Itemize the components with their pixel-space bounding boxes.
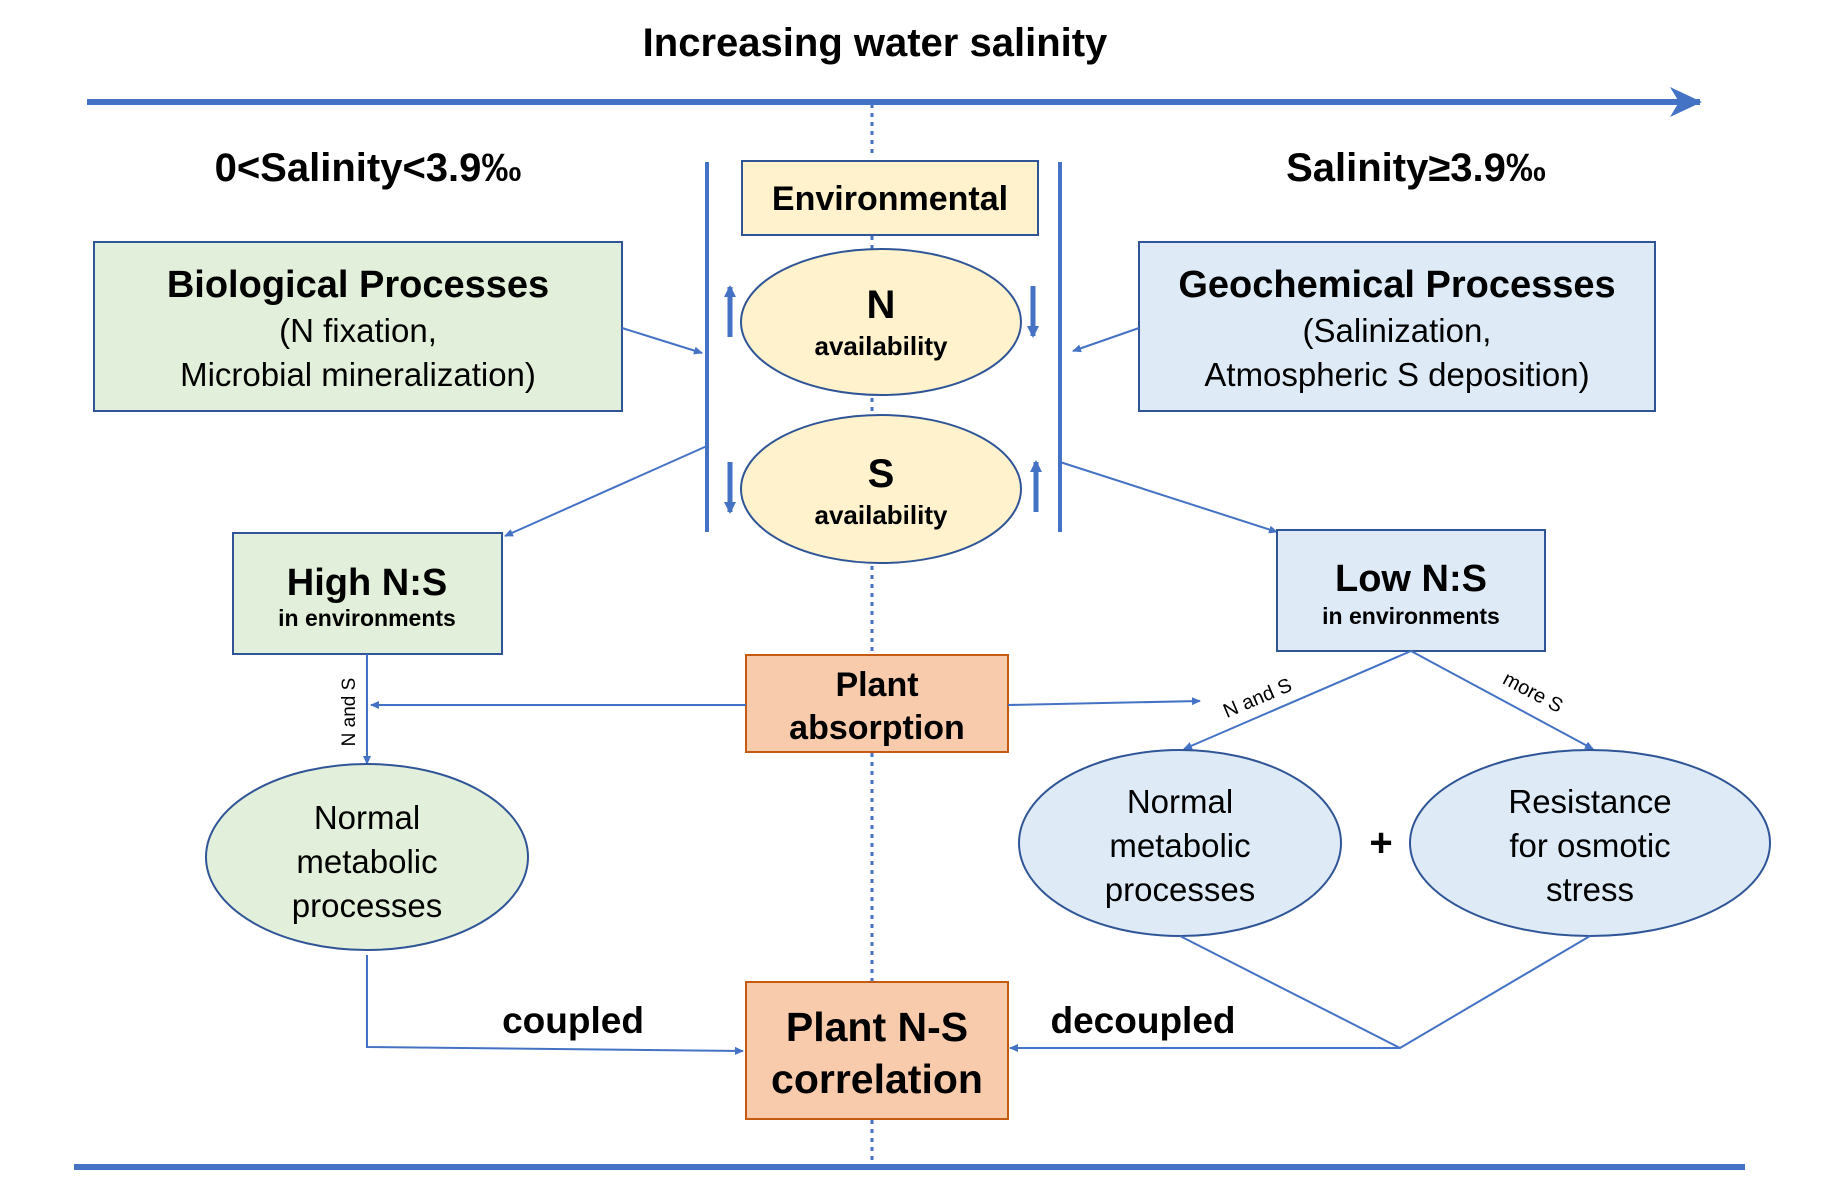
more-s-label: more S <box>1499 668 1566 718</box>
n-availability-ellipse <box>740 248 1022 396</box>
low-ns-title: Low N:S <box>1335 558 1487 600</box>
coupled-path-arrow <box>366 955 744 1055</box>
decoupled-label: decoupled <box>1050 1000 1235 1041</box>
decoupled-merge-lines <box>1179 935 1591 1050</box>
s-symbol: S <box>868 452 895 496</box>
s-availability-label: availability <box>815 500 948 530</box>
low-ns-to-resistance-arrow <box>1410 650 1594 750</box>
absorption-to-right-arrow <box>1007 697 1201 706</box>
left-metabolic-line1: Normal <box>314 799 420 836</box>
biological-to-env-arrow <box>621 327 703 355</box>
geochemical-to-env-arrow <box>1072 327 1140 353</box>
high-ns-subtitle: in environments <box>278 605 456 631</box>
n-availability-label: availability <box>815 331 948 361</box>
resistance-line1: Resistance <box>1508 783 1671 820</box>
s-availability-ellipse <box>740 414 1022 564</box>
environmental-box <box>741 160 1039 236</box>
right-metabolic-line1: Normal <box>1127 783 1233 820</box>
environmental-label: Environmental <box>772 180 1008 218</box>
geochemical-title: Geochemical Processes <box>1178 264 1615 306</box>
resistance-line3: stress <box>1546 871 1634 908</box>
coupled-label: coupled <box>502 1000 644 1041</box>
left-metabolic-line3: processes <box>292 887 442 924</box>
plus-sign: + <box>1369 821 1392 865</box>
right-n-and-s-label: N and S <box>1220 674 1295 722</box>
right-metabolic-line3: processes <box>1105 871 1255 908</box>
geochemical-line1: (Salinization, <box>1303 312 1492 349</box>
env-to-low-ns-arrow <box>1059 461 1278 534</box>
plant-ns-correlation-box <box>745 981 1009 1120</box>
low-ns-subtitle: in environments <box>1322 603 1500 629</box>
resistance-line2: for osmotic <box>1509 827 1670 864</box>
plant-absorption-box <box>745 654 1009 753</box>
left-n-and-s-label: N and S <box>339 678 360 747</box>
plant-absorption-line2: absorption <box>789 709 965 747</box>
biological-line1: (N fixation, <box>279 312 437 349</box>
n-symbol: N <box>867 283 896 327</box>
left-condition-label: 0<Salinity<3.9‰ <box>215 146 522 190</box>
env-to-high-ns-arrow <box>504 445 708 537</box>
geochemical-processes-box <box>1138 241 1656 412</box>
low-ns-to-normal-arrow <box>1183 650 1412 750</box>
correlation-line1: Plant N-S <box>786 1004 968 1050</box>
geochemical-line2: Atmospheric S deposition) <box>1204 356 1589 393</box>
right-metabolic-line2: metabolic <box>1109 827 1250 864</box>
biological-title: Biological Processes <box>167 264 549 306</box>
right-condition-label: Salinity≥3.9‰ <box>1286 146 1546 190</box>
plant-absorption-line1: Plant <box>835 666 918 704</box>
high-ns-title: High N:S <box>287 562 447 604</box>
high-ns-box <box>232 532 503 655</box>
biological-line2: Microbial mineralization) <box>180 356 536 393</box>
left-metabolic-line2: metabolic <box>296 843 437 880</box>
correlation-line2: correlation <box>771 1056 983 1102</box>
left-metabolic-ellipse <box>205 763 529 951</box>
diagram-title: Increasing water salinity <box>643 21 1108 65</box>
biological-processes-box <box>93 241 623 412</box>
